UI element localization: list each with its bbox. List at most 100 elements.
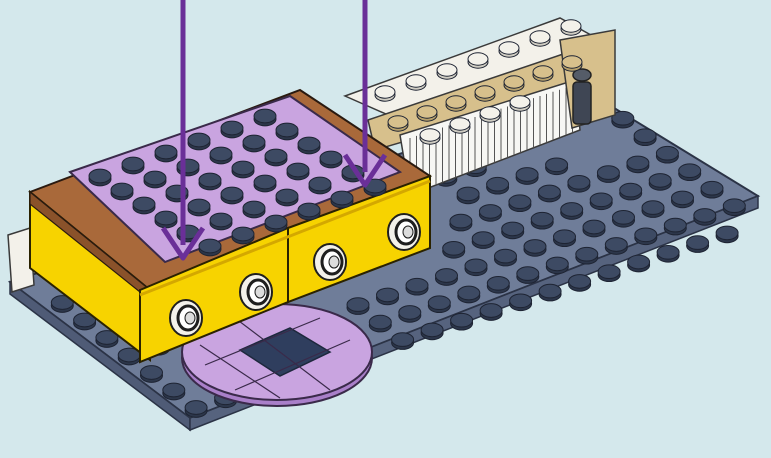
stud: [417, 106, 437, 121]
stud: [451, 313, 473, 330]
stud: [375, 86, 395, 101]
stud: [517, 267, 539, 284]
stud: [605, 238, 627, 255]
stud: [627, 156, 649, 173]
stud: [530, 31, 550, 46]
stud: [672, 191, 694, 208]
stud: [539, 284, 561, 301]
stud: [504, 76, 524, 91]
stud: [510, 96, 530, 111]
stud: [399, 306, 421, 323]
stud: [428, 296, 450, 313]
stud: [509, 195, 531, 212]
stud: [298, 137, 320, 154]
dark-lamp: [573, 69, 591, 124]
stud: [657, 245, 679, 262]
stud: [583, 220, 605, 237]
knob-icon: [170, 300, 202, 336]
stud: [406, 278, 428, 295]
knob-icon: [388, 214, 420, 250]
stud: [634, 129, 656, 146]
stud: [437, 64, 457, 79]
stud: [420, 129, 440, 144]
stud: [457, 187, 479, 204]
stud: [480, 107, 500, 122]
stud: [331, 191, 353, 208]
stud: [450, 214, 472, 231]
stud: [620, 183, 642, 200]
stud: [480, 304, 502, 321]
stud: [561, 203, 583, 220]
stud: [369, 315, 391, 332]
stud: [546, 257, 568, 274]
stud: [516, 168, 538, 185]
knob-icon: [240, 274, 272, 310]
stud: [531, 212, 553, 229]
stud: [287, 163, 309, 180]
stud: [687, 236, 709, 253]
stud: [298, 203, 320, 220]
stud: [723, 199, 745, 216]
stud: [188, 133, 210, 150]
stud: [265, 149, 287, 166]
stud: [320, 151, 342, 168]
stud: [568, 175, 590, 192]
stud: [569, 275, 591, 292]
stud: [499, 42, 519, 57]
stud: [141, 366, 163, 383]
stud: [613, 210, 635, 227]
stud: [597, 166, 619, 183]
stud: [254, 109, 276, 126]
stud: [590, 193, 612, 210]
stud: [347, 298, 369, 315]
stud: [188, 199, 210, 216]
stud: [635, 228, 657, 245]
stud: [177, 159, 199, 176]
stud: [465, 259, 487, 276]
stud: [221, 187, 243, 204]
stud: [487, 276, 509, 293]
stud: [254, 175, 276, 192]
stud: [716, 226, 738, 243]
stud: [533, 66, 553, 81]
stud: [133, 197, 155, 214]
stud: [664, 218, 686, 235]
stud: [388, 116, 408, 131]
stud: [111, 183, 133, 200]
stud: [598, 265, 620, 282]
stud: [628, 255, 650, 272]
stud: [510, 294, 532, 311]
stud: [122, 157, 144, 174]
stud: [309, 177, 331, 194]
stud: [163, 383, 185, 400]
stud: [642, 201, 664, 218]
stud: [561, 20, 581, 35]
stud: [185, 401, 207, 418]
stud: [479, 205, 501, 222]
stud: [656, 146, 678, 163]
stud: [495, 249, 517, 266]
stud: [450, 118, 470, 133]
stud: [443, 241, 465, 258]
stud: [468, 53, 488, 68]
stud: [679, 164, 701, 181]
stud: [524, 240, 546, 257]
stud: [538, 185, 560, 202]
stud: [232, 227, 254, 244]
stud: [649, 174, 671, 191]
stud: [155, 145, 177, 162]
stud: [377, 288, 399, 305]
stud: [446, 96, 466, 111]
stud: [144, 171, 166, 188]
stud: [694, 209, 716, 226]
stud: [221, 121, 243, 138]
stud: [210, 213, 232, 230]
stud: [406, 75, 426, 90]
stud: [502, 222, 524, 239]
stud: [458, 286, 480, 303]
stud: [243, 135, 265, 152]
stud: [487, 177, 509, 194]
stud: [276, 189, 298, 206]
stud: [576, 247, 598, 264]
